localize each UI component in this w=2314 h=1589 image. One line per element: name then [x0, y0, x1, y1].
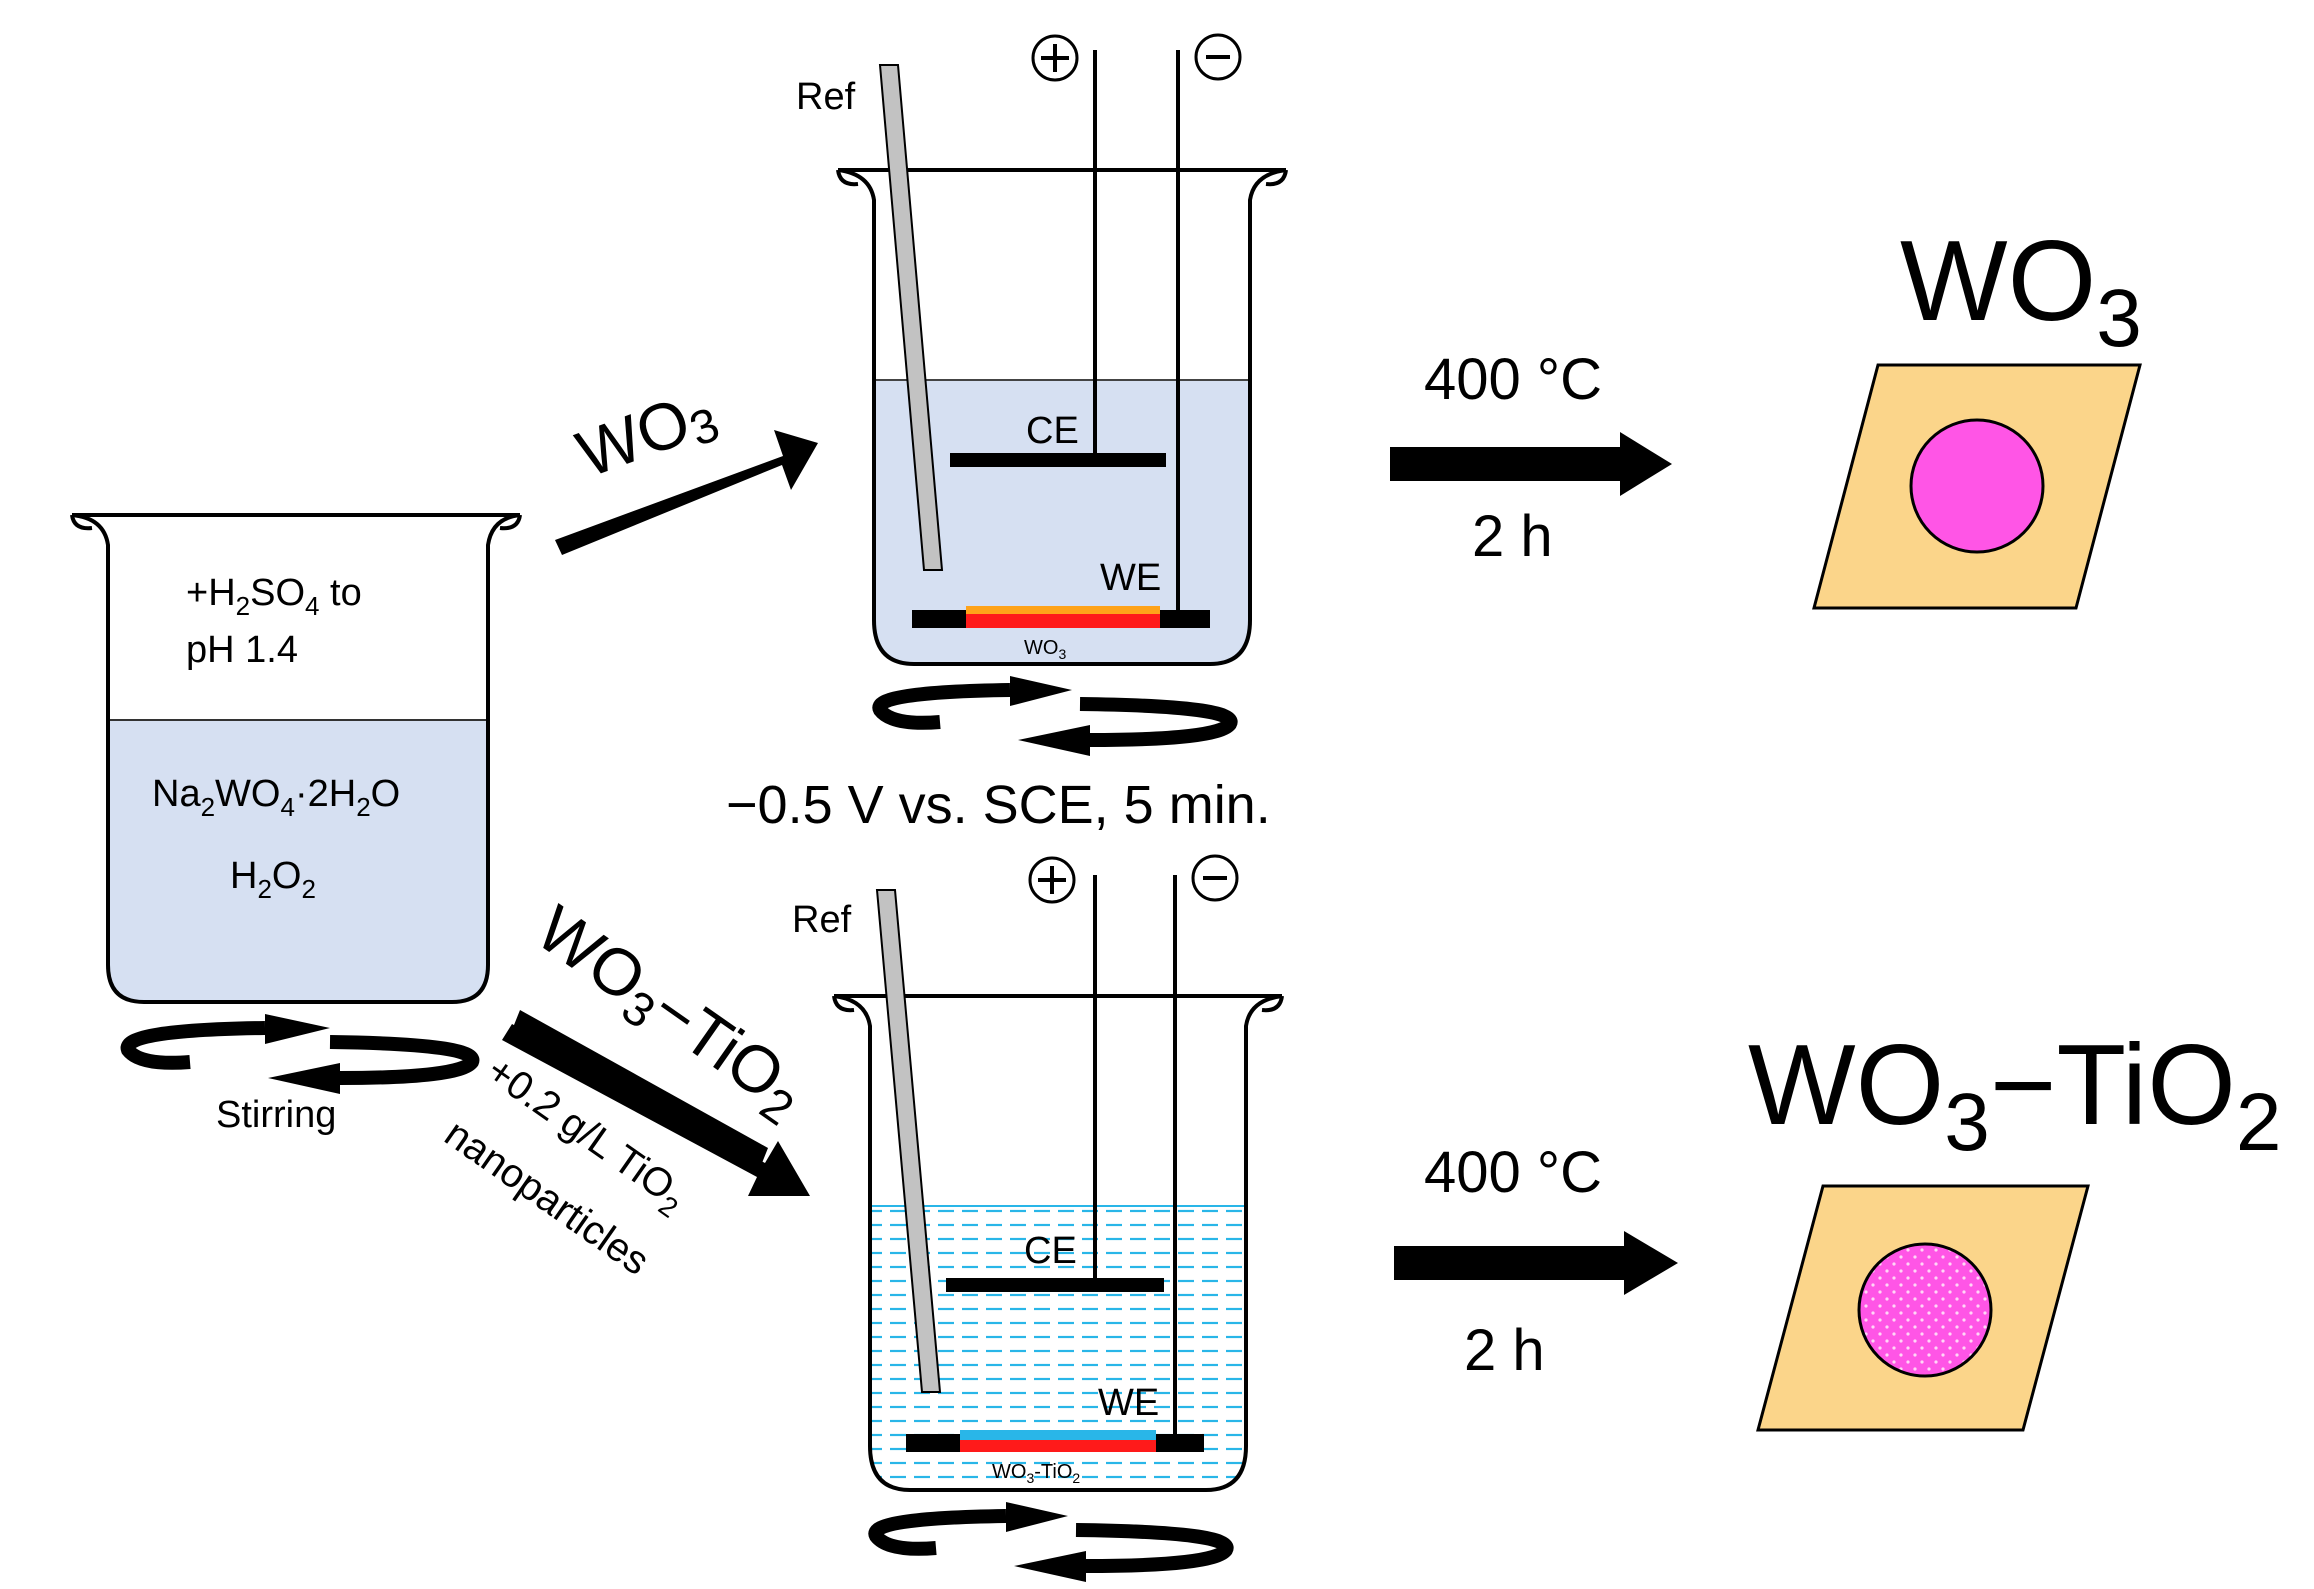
cell-beaker-outline-wo3	[837, 168, 1287, 666]
anneal-arrow-top	[1390, 432, 1672, 496]
stirring-icon	[872, 676, 1238, 756]
electrodeposition-cell-wo3: Ref CE WE WO3	[796, 33, 1288, 756]
we-label: WE	[1098, 1382, 1159, 1424]
product-label-wo3: WO3	[1900, 218, 2142, 364]
anneal-temp-top: 400 °C	[1424, 347, 1602, 412]
film-layer-red	[960, 1440, 1156, 1452]
film-layer-red	[966, 614, 1160, 628]
precursor-label: Na2WO4·2H2O	[152, 773, 400, 822]
anneal-arrow-bottom	[1394, 1231, 1678, 1295]
ref-label: Ref	[796, 76, 856, 118]
film-layer-orange	[966, 606, 1160, 614]
deposition-condition: −0.5 V vs. SCE, 5 min.	[726, 775, 1271, 835]
film-label-wo3: WO3	[1024, 637, 1066, 662]
anneal-time-top: 2 h	[1472, 504, 1553, 569]
precursor-solution	[108, 720, 488, 1002]
precursor-beaker-outline	[71, 513, 521, 1004]
stirring-icon	[868, 1502, 1234, 1582]
ce-label: CE	[1026, 410, 1079, 452]
anneal-temp-bottom: 400 °C	[1424, 1140, 1602, 1205]
ce-label: CE	[1024, 1230, 1077, 1272]
negative-terminal-icon	[1191, 854, 1239, 902]
ref-label: Ref	[792, 899, 852, 941]
precursor-beaker: +H2SO4 to pH 1.4 Na2WO4·2H2O H2O2 Stirri…	[70, 513, 522, 1136]
peroxide-label: H2O2	[230, 855, 316, 904]
reference-electrode-rod	[875, 889, 942, 1393]
cell-beaker-outline-composite	[833, 994, 1283, 1492]
route-label-wo3: WO3	[567, 374, 726, 496]
acid-ph-label: pH 1.4	[186, 629, 298, 671]
stirring-label: Stirring	[216, 1094, 336, 1136]
film-layer-cyan	[960, 1430, 1156, 1440]
route-arrow-composite	[502, 1010, 810, 1196]
we-label: WE	[1100, 557, 1161, 599]
reference-electrode-rod	[878, 64, 944, 571]
product-label-composite: WO3−TiO2	[1748, 1022, 2281, 1168]
negative-terminal-icon	[1194, 33, 1242, 81]
counter-electrode-plate	[946, 1278, 1164, 1292]
composite-spot	[1857, 1242, 1993, 1378]
cell-solution-wo3	[874, 380, 1250, 664]
product-wo3	[1812, 363, 2142, 610]
stirring-icon	[120, 1014, 480, 1094]
cell-solution-composite	[870, 1206, 1246, 1490]
wo3-spot	[1909, 418, 2045, 554]
acid-label: +H2SO4 to	[186, 572, 362, 621]
film-label-composite: WO3-TiO2	[992, 1461, 1080, 1486]
electrodeposition-cell-composite: Ref CE WE WO3-TiO2	[792, 854, 1284, 1582]
positive-terminal-icon	[1028, 856, 1076, 904]
route-arrow-wo3	[555, 430, 818, 555]
product-composite	[1756, 1184, 2090, 1432]
counter-electrode-plate	[950, 453, 1166, 467]
positive-terminal-icon	[1031, 34, 1079, 82]
anneal-time-bottom: 2 h	[1464, 1318, 1545, 1383]
